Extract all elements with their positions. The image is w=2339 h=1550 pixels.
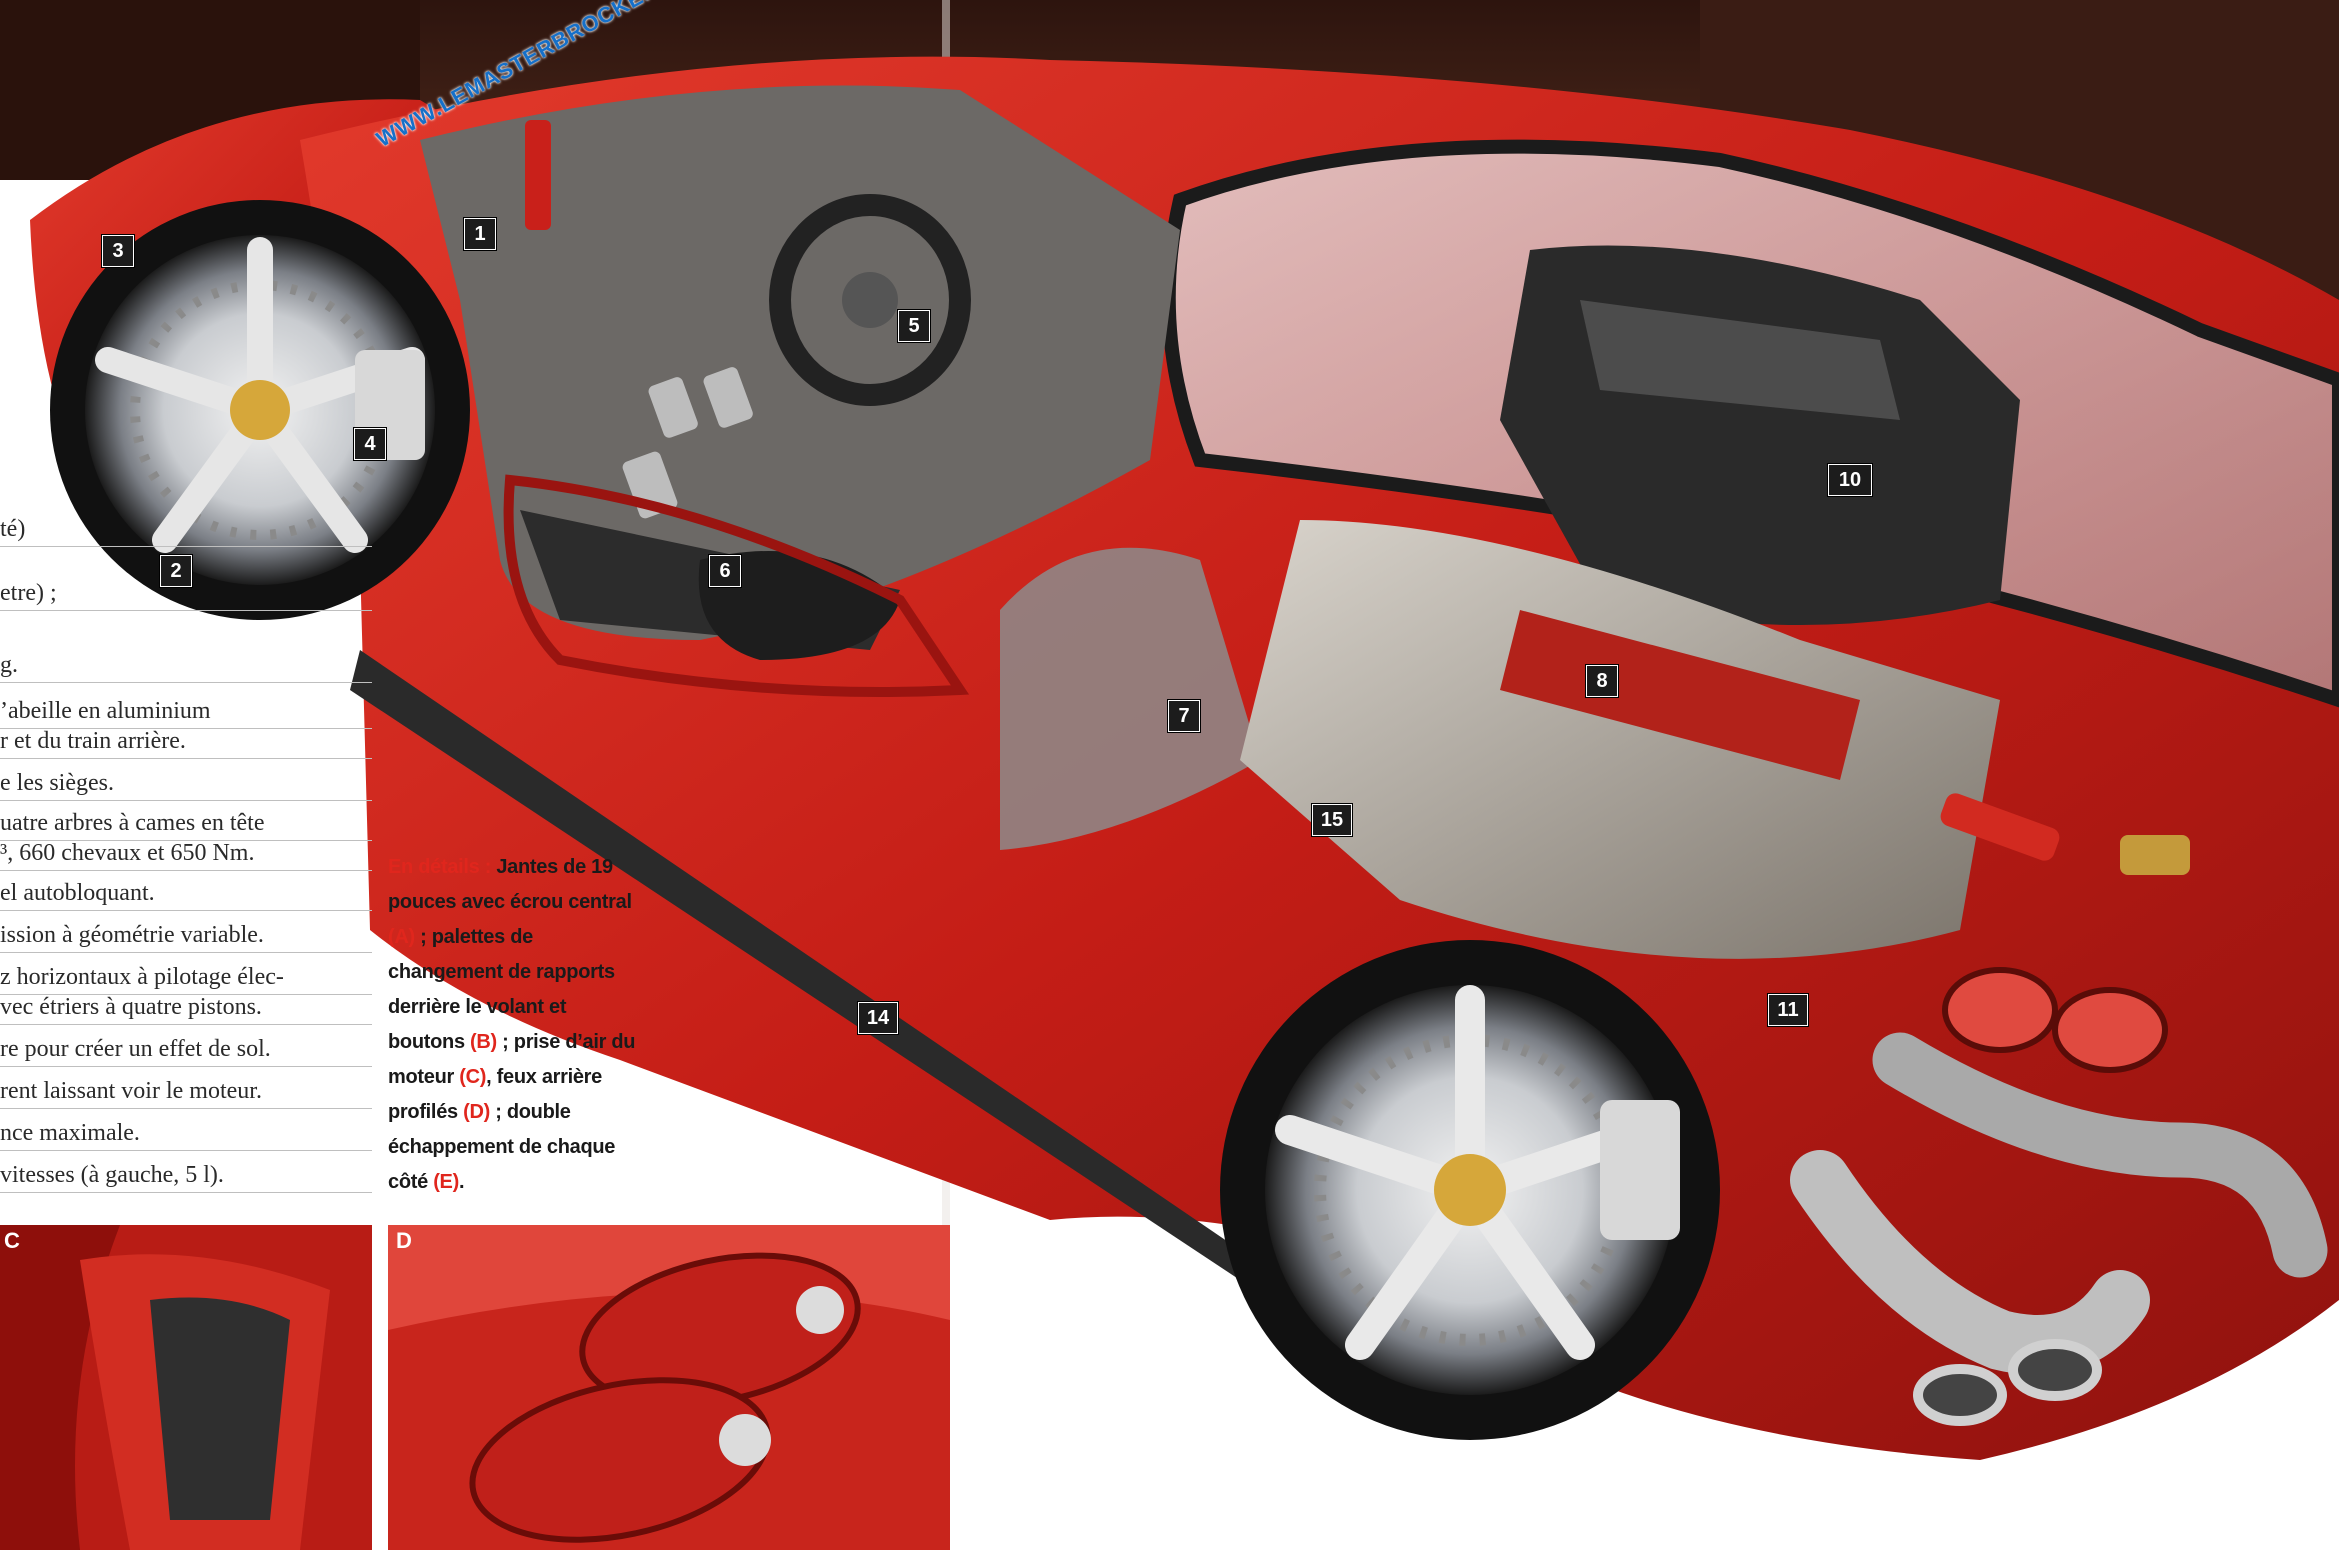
- details-text-2: ; palettes de changement de rapports der…: [388, 926, 615, 1053]
- spec-rule: [0, 870, 372, 871]
- spec-line: r et du train arrière.: [0, 728, 186, 754]
- details-text-3: ; prise d’air du moteur: [388, 1031, 636, 1088]
- callout-14: 14: [858, 1002, 898, 1034]
- front-coil-spring: [525, 120, 551, 230]
- engine-block: [1240, 520, 2000, 959]
- callout-7: 7: [1168, 700, 1200, 732]
- callout-6: 6: [709, 555, 741, 587]
- details-text-4: , feux arrière profilés: [388, 1066, 602, 1123]
- details-text-5: ; double échappement de chaque côté: [388, 1101, 616, 1193]
- spec-line: e les sièges.: [0, 770, 114, 796]
- spec-line: z horizontaux à pilotage élec-: [0, 964, 284, 990]
- spec-rule: [0, 728, 372, 729]
- callout-1: 1: [464, 218, 496, 250]
- details-caption: En détails : Jantes de 19 pouces avec éc…: [388, 850, 638, 1200]
- photo-c-letter: C: [4, 1228, 20, 1253]
- details-text-1: Jantes de 19 pouces avec écrou central: [388, 856, 632, 913]
- spec-line: etre) ;: [0, 580, 57, 606]
- spec-rule: [0, 952, 372, 953]
- spec-line: re pour créer un effet de sol.: [0, 1036, 271, 1062]
- details-heading: En détails :: [388, 856, 492, 878]
- side-sill: [350, 650, 1240, 1280]
- details-ref-e: (E): [433, 1171, 459, 1193]
- spec-rule: [0, 1192, 372, 1193]
- exhaust-system: [1790, 1032, 2328, 1426]
- callout-8: 8: [1586, 665, 1618, 697]
- spec-rule: [0, 546, 372, 547]
- photo-d-letter: D: [396, 1228, 412, 1253]
- spec-rule: [0, 910, 372, 911]
- rear-wheel: [1220, 940, 1720, 1440]
- callout-11: 11: [1768, 994, 1808, 1026]
- spec-line: uatre arbres à cames en tête: [0, 810, 265, 836]
- side-air-intake: [1000, 547, 1260, 850]
- inset-photo-d: [388, 1225, 950, 1550]
- spec-line: ³, 660 chevaux et 650 Nm.: [0, 840, 255, 866]
- spec-line: rent laissant voir le moteur.: [0, 1078, 262, 1104]
- spec-rule: [0, 610, 372, 611]
- spec-line: vitesses (à gauche, 5 l).: [0, 1162, 224, 1188]
- spec-rule: [0, 1024, 372, 1025]
- details-ref-d: (D): [463, 1101, 490, 1123]
- callout-2: 2: [160, 555, 192, 587]
- spec-line: té): [0, 516, 26, 542]
- rear-coil-spring: [1940, 793, 2190, 875]
- tail-lights: [1942, 967, 2168, 1073]
- callout-3: 3: [102, 235, 134, 267]
- spec-line: el autobloquant.: [0, 880, 155, 906]
- rear-brake-caliper: [1600, 1100, 1680, 1240]
- details-ref-a: (A): [388, 926, 415, 948]
- spec-rule: [0, 682, 372, 683]
- front-wheel: [50, 200, 470, 620]
- spec-rule: [0, 758, 372, 759]
- spec-rule: [0, 1108, 372, 1109]
- center-lock-nut: [230, 380, 290, 440]
- details-text-6: .: [458, 1171, 465, 1193]
- callout-4: 4: [354, 428, 386, 460]
- spec-line: g.: [0, 652, 18, 678]
- spec-line: vec étriers à quatre pistons.: [0, 994, 262, 1020]
- details-ref-b: (B): [470, 1031, 497, 1053]
- spec-rule: [0, 840, 372, 841]
- spec-line: nce maximale.: [0, 1120, 140, 1146]
- callout-10: 10: [1828, 464, 1872, 496]
- spec-rule: [0, 1150, 372, 1151]
- spec-rule: [0, 800, 372, 801]
- inset-photo-c: [0, 1225, 372, 1550]
- steering-wheel: [769, 194, 971, 406]
- spec-line: ission à géométrie variable.: [0, 922, 264, 948]
- spec-rule: [0, 1066, 372, 1067]
- callout-5: 5: [898, 310, 930, 342]
- callout-15: 15: [1312, 804, 1352, 836]
- cylinder-head: [1500, 610, 1860, 780]
- spec-line: ’abeille en aluminium: [0, 698, 211, 724]
- spec-rule: [0, 994, 372, 995]
- details-ref-c: (C): [459, 1066, 487, 1088]
